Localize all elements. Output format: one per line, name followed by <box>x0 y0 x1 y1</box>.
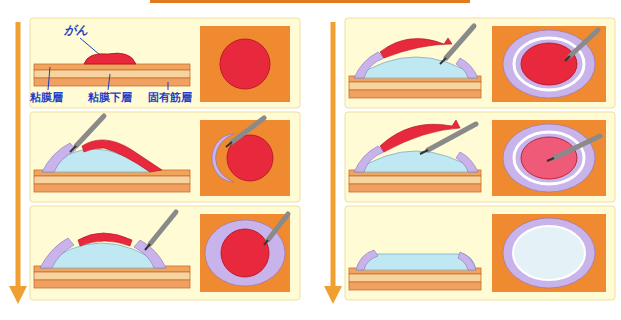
electric-knife <box>145 212 176 250</box>
incised-mucosa <box>456 152 478 172</box>
knife-shaft <box>428 124 476 150</box>
incised-mucosa <box>354 146 384 172</box>
incised-mucosa <box>40 238 74 268</box>
layer-label: 固有筋層 <box>148 91 192 104</box>
leader-lines <box>48 38 168 90</box>
electric-knife <box>264 214 288 245</box>
cancer-lesion-top <box>521 137 577 179</box>
leader-line <box>168 82 169 90</box>
top-view <box>492 120 606 196</box>
electric-knife <box>440 26 474 64</box>
top-view <box>492 214 606 292</box>
resection-margin <box>503 218 595 288</box>
arrow-shaft <box>16 22 21 288</box>
incised-mucosa <box>354 52 384 78</box>
knife-tip <box>547 158 554 161</box>
muscle-layer <box>349 184 481 192</box>
knife-shaft <box>570 30 598 56</box>
knife-shaft <box>76 116 104 146</box>
tissue-layers <box>349 268 481 290</box>
cancer-lesion-top <box>221 229 269 277</box>
layer-label: 粘膜下層 <box>88 91 132 104</box>
resection-bed-top <box>513 226 585 280</box>
cancer-lesion <box>78 233 132 246</box>
incised-mucosa <box>458 252 476 270</box>
top-rule <box>150 0 470 3</box>
tissue-layers <box>349 76 481 98</box>
incised-mucosa <box>134 240 166 268</box>
knife-tip <box>440 58 446 64</box>
electric-knife <box>226 118 264 147</box>
knife-shaft <box>446 26 474 58</box>
cancer-lesion-top <box>220 39 270 89</box>
cancer-label: がん <box>64 24 88 37</box>
submucosa-layer <box>34 70 190 78</box>
cancer-lesion <box>82 140 162 172</box>
top-view <box>492 26 606 102</box>
knife-tip <box>420 150 428 154</box>
arrow-head <box>324 286 342 304</box>
muscle-layer <box>349 282 481 290</box>
muscle-layer <box>349 90 481 98</box>
submucosa-layer <box>349 176 481 184</box>
knife-shaft <box>232 118 264 142</box>
cancer-flap <box>380 38 452 58</box>
arrow-head <box>9 286 27 304</box>
step-panel <box>30 18 300 108</box>
electric-knife <box>70 116 104 152</box>
muscle-layer <box>34 78 190 86</box>
electric-knife <box>547 136 600 161</box>
knife-tip <box>226 142 232 147</box>
leader-line <box>48 67 50 90</box>
step-panel <box>30 112 300 202</box>
submucosa-layer <box>34 176 190 184</box>
cancer-lesion <box>84 53 136 64</box>
tissue-layers <box>34 266 190 288</box>
layer-label: 粘膜層 <box>30 91 63 104</box>
muscle-layer <box>34 280 190 288</box>
step-panel <box>345 18 615 108</box>
step-panel <box>345 112 615 202</box>
step-panel <box>30 206 300 300</box>
tissue-layers <box>34 64 190 86</box>
electric-knife <box>565 30 598 61</box>
submucosa-layer <box>34 272 190 280</box>
step-panel <box>345 206 615 300</box>
submucosa-layer <box>349 82 481 90</box>
incision-ring <box>503 30 595 98</box>
top-view <box>200 26 290 102</box>
leader-line <box>80 38 100 55</box>
leader-line <box>108 74 110 90</box>
top-view <box>200 214 290 292</box>
knife-shaft <box>554 136 600 158</box>
cancer-flap <box>380 120 460 152</box>
incised-mucosa <box>356 250 378 270</box>
knife-tip <box>565 56 570 61</box>
knife-shaft <box>150 212 176 244</box>
mucosa-layer <box>34 64 190 70</box>
tissue-layers <box>349 170 481 192</box>
knife-tip <box>70 146 76 152</box>
incised-mucosa <box>42 143 76 172</box>
submucosa-layer <box>349 274 481 282</box>
tissue-layers <box>34 170 190 192</box>
cancer-lesion-top <box>521 43 577 85</box>
incision-line <box>514 132 584 184</box>
incision-ring <box>503 124 595 192</box>
knife-shaft <box>268 214 288 240</box>
arrow-shaft <box>331 22 336 288</box>
knife-tip <box>145 244 150 250</box>
electric-knife <box>420 124 476 154</box>
incision-line <box>514 38 584 90</box>
muscle-layer <box>34 184 190 192</box>
incised-mucosa <box>456 58 478 78</box>
knife-tip <box>264 240 268 245</box>
step-panels <box>30 18 615 300</box>
